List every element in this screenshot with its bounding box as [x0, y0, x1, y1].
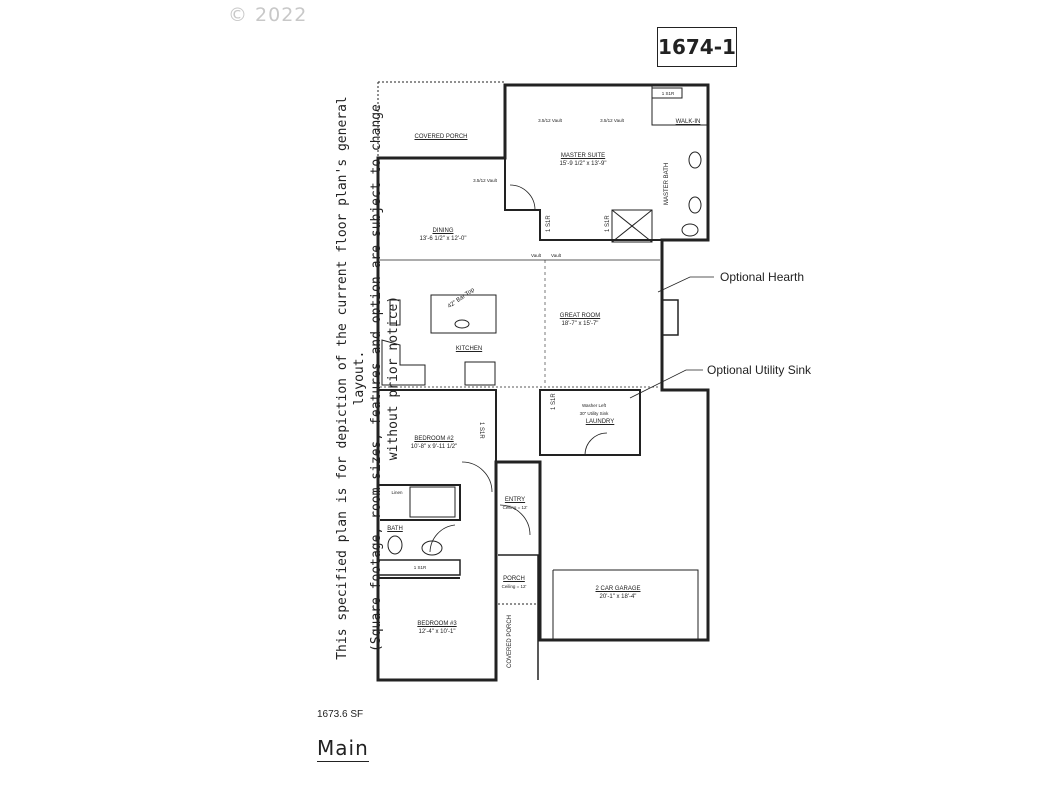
plan-id-box: 1674-1 [657, 27, 737, 67]
room-kitchen: KITCHEN [455, 346, 483, 352]
exterior-wall [376, 83, 710, 682]
interior-wall [378, 389, 497, 462]
note-shelf-6: 1 S1R [551, 393, 557, 410]
porch-dotted-outline [377, 81, 505, 158]
note-shelf-walkin: 1 S1R [661, 91, 675, 96]
note-shelf-2: 1 S1R [546, 215, 552, 232]
kitchen-island [430, 294, 497, 334]
linen-closet: Linen [391, 490, 403, 495]
room-laundry: LAUNDRY [585, 419, 615, 425]
hearth [661, 299, 679, 336]
note-vault-2: 3.5/12 Vault [600, 118, 624, 123]
interior-wall [504, 85, 662, 241]
note-vault-right: Vault [551, 253, 561, 258]
disclaimer-line-1: This specified plan is for depiction of … [335, 96, 367, 660]
note-shelf-4: 1 S1R [478, 422, 484, 439]
disclaimer-line-2: (Square footage, room sizes, features an… [369, 104, 401, 652]
note-laundry-sink: Washer Left 30" Utility Sink [579, 403, 609, 416]
note-shelf-5: 1 S1R [413, 565, 427, 570]
note-vault-left: Vault [531, 253, 541, 258]
note-vault-3: 3.5/12 Vault [473, 178, 497, 183]
room-covered-porch-back: COVERED PORCH [414, 134, 468, 140]
room-covered-porch-front: COVERED PORCH [507, 614, 513, 668]
floor-label: Main [317, 736, 369, 762]
hearth-callout-line [657, 276, 714, 293]
note-vault-1: 3.5/12 Vault [538, 118, 562, 123]
utility-sink-callout-line [629, 369, 703, 399]
callout-optional-utility-sink: Optional Utility Sink [707, 363, 812, 377]
room-master-bath: MASTER BATH [664, 162, 670, 205]
room-bath: BATH [387, 526, 403, 532]
callout-optional-hearth: Optional Hearth [720, 270, 805, 284]
note-shelf-3: 1 S1R [605, 215, 611, 232]
copyright-notice: © 2022 [228, 4, 308, 26]
room-walk-in: WALK-IN [675, 119, 701, 125]
plan-disclaimer: This specified plan is for depiction of … [334, 78, 402, 678]
square-footage: 1673.6 SF [317, 709, 364, 720]
